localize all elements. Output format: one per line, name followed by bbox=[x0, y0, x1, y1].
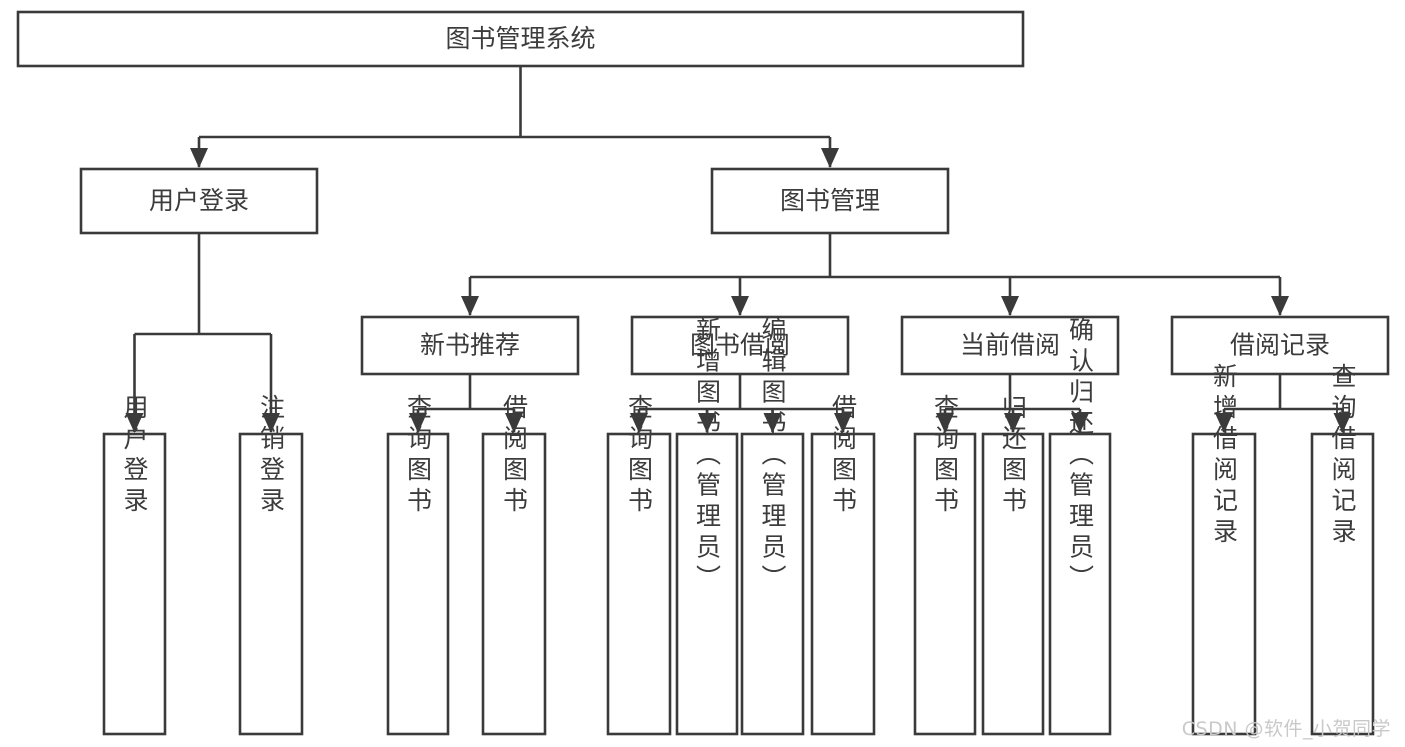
node-leaf-edit-book[interactable]: 编辑图书（管理员） bbox=[740, 317, 805, 736]
node-leaf-add-book-box[interactable] bbox=[675, 432, 739, 736]
node-user-login-label: 用户登录 bbox=[149, 186, 249, 215]
node-current-borrow-box[interactable] bbox=[900, 315, 1120, 376]
node-leaf-query-book-2-box[interactable] bbox=[606, 432, 672, 736]
node-borrow-record-box[interactable] bbox=[1170, 315, 1390, 376]
node-leaf-query-book-1[interactable]: 查询图书 bbox=[386, 394, 450, 736]
arrow-head-icon bbox=[821, 148, 839, 168]
node-leaf-confirm-return-label: 确认归还（管理员） bbox=[1066, 317, 1095, 596]
node-leaf-query-book-3-box[interactable] bbox=[913, 432, 977, 736]
arrow-head-icon bbox=[936, 413, 954, 433]
arrow-head-icon bbox=[630, 413, 648, 433]
node-leaf-return-book-label: 归还图书 bbox=[999, 394, 1028, 518]
node-leaf-confirm-return-box[interactable] bbox=[1048, 432, 1112, 736]
node-leaf-logout-box[interactable] bbox=[238, 432, 304, 736]
node-leaf-borrow-book-2[interactable]: 借阅图书 bbox=[810, 394, 876, 736]
node-leaf-add-book[interactable]: 新增图书（管理员） bbox=[675, 317, 739, 736]
node-leaf-add-book-label: 新增图书（管理员） bbox=[693, 317, 722, 596]
node-root-box[interactable] bbox=[16, 10, 1025, 68]
node-leaf-query-book-3-label: 查询图书 bbox=[931, 394, 960, 518]
arrow-head-icon bbox=[1004, 413, 1022, 433]
node-leaf-add-record-label: 新增借阅记录 bbox=[1210, 363, 1239, 549]
node-book-manage[interactable]: 图书管理 bbox=[710, 167, 950, 235]
arrow-head-icon bbox=[834, 413, 852, 433]
node-leaf-edit-book-box[interactable] bbox=[740, 432, 805, 736]
arrow-head-icon bbox=[125, 413, 144, 433]
node-leaf-borrow-book-2-label: 借阅图书 bbox=[829, 394, 858, 518]
node-leaf-logout[interactable]: 注销登录 bbox=[238, 394, 304, 736]
node-current-borrow-label: 当前借阅 bbox=[960, 331, 1060, 360]
node-leaf-query-book-1-label: 查询图书 bbox=[404, 394, 433, 518]
node-leaf-return-book-box[interactable] bbox=[981, 432, 1045, 736]
node-leaf-return-book[interactable]: 归还图书 bbox=[981, 394, 1045, 736]
arrow-head-icon bbox=[1215, 413, 1233, 433]
arrow-head-icon bbox=[190, 148, 208, 168]
node-leaf-user-login-box[interactable] bbox=[102, 432, 167, 736]
node-new-book-recommend-label: 新书推荐 bbox=[420, 331, 520, 360]
node-root[interactable]: 图书管理系统 bbox=[16, 10, 1025, 68]
node-book-manage-label: 图书管理 bbox=[780, 186, 880, 215]
node-leaf-query-record-box[interactable] bbox=[1310, 432, 1375, 736]
node-new-book-recommend-box[interactable] bbox=[360, 315, 580, 376]
arrow-head-icon bbox=[409, 413, 427, 433]
node-book-borrow[interactable]: 图书借阅 bbox=[630, 315, 850, 376]
node-leaf-add-record-box[interactable] bbox=[1191, 432, 1257, 736]
node-book-borrow-label: 图书借阅 bbox=[690, 331, 790, 360]
arrow-head-icon bbox=[731, 296, 749, 316]
node-leaf-borrow-book-1-box[interactable] bbox=[481, 432, 547, 736]
node-leaf-borrow-book-1[interactable]: 借阅图书 bbox=[481, 394, 547, 736]
node-leaf-query-record[interactable]: 查询借阅记录 bbox=[1310, 363, 1375, 736]
node-leaf-edit-book-label: 编辑图书（管理员） bbox=[758, 317, 787, 596]
node-leaf-query-book-2[interactable]: 查询图书 bbox=[606, 394, 672, 736]
node-borrow-record-label: 借阅记录 bbox=[1230, 331, 1330, 360]
node-borrow-record[interactable]: 借阅记录 bbox=[1170, 315, 1390, 376]
arrow-head-icon bbox=[698, 413, 716, 433]
node-current-borrow[interactable]: 当前借阅 bbox=[900, 315, 1120, 376]
node-leaf-user-login[interactable]: 用户登录 bbox=[102, 394, 167, 736]
node-leaf-borrow-book-1-label: 借阅图书 bbox=[500, 394, 529, 518]
node-user-login[interactable]: 用户登录 bbox=[79, 167, 319, 235]
node-leaf-logout-label: 注销登录 bbox=[257, 394, 286, 518]
node-leaf-query-book-2-label: 查询图书 bbox=[625, 394, 654, 518]
arrow-head-icon bbox=[461, 296, 479, 316]
node-root-label: 图书管理系统 bbox=[445, 24, 595, 53]
node-book-borrow-box[interactable] bbox=[630, 315, 850, 376]
node-leaf-borrow-book-2-box[interactable] bbox=[810, 432, 876, 736]
arrow-head-icon bbox=[1001, 296, 1019, 316]
node-new-book-recommend[interactable]: 新书推荐 bbox=[360, 315, 580, 376]
arrow-head-icon bbox=[262, 413, 280, 433]
arrow-head-icon bbox=[1333, 413, 1352, 433]
arrow-head-icon bbox=[1071, 413, 1089, 433]
node-leaf-query-book-1-box[interactable] bbox=[386, 432, 450, 736]
node-leaf-query-book-3[interactable]: 查询图书 bbox=[913, 394, 977, 736]
arrow-head-icon bbox=[1271, 296, 1289, 316]
node-book-manage-box[interactable] bbox=[710, 167, 950, 235]
node-leaf-confirm-return[interactable]: 确认归还（管理员） bbox=[1048, 317, 1112, 736]
node-user-login-box[interactable] bbox=[79, 167, 319, 235]
node-leaf-user-login-label: 用户登录 bbox=[120, 394, 149, 518]
arrow-head-icon bbox=[505, 413, 523, 433]
arrow-head-icon bbox=[763, 413, 782, 433]
node-leaf-add-record[interactable]: 新增借阅记录 bbox=[1191, 363, 1257, 736]
node-leaf-query-record-label: 查询借阅记录 bbox=[1328, 363, 1357, 549]
